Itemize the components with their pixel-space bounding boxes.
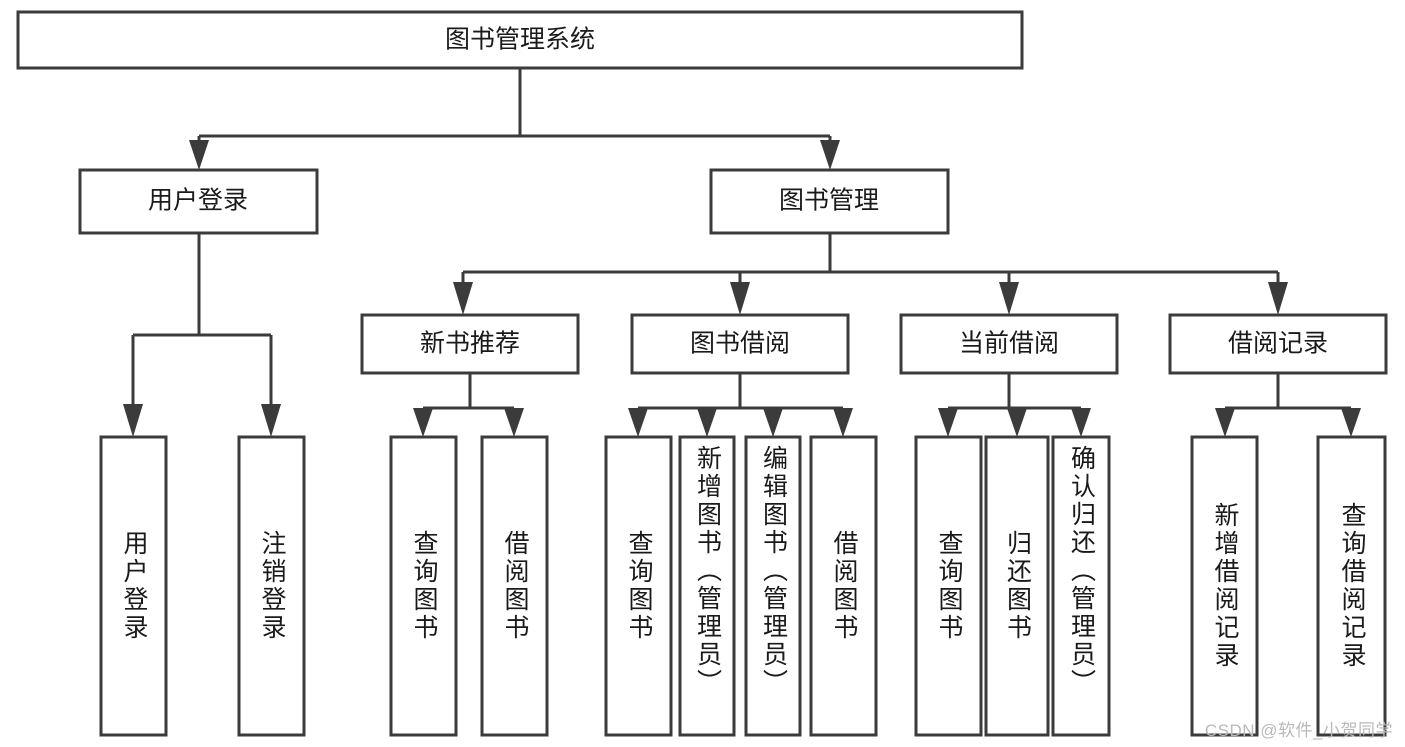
node-box-leaf-query-book-2[interactable] — [604, 435, 673, 737]
arrow-head-current-borrow — [999, 282, 1019, 315]
connector-group-root — [189, 68, 840, 170]
node-label-user-login: 用户登录 — [148, 187, 248, 215]
node-label-book-management: 图书管理 — [779, 187, 879, 215]
arrow-head-borrow-record — [1268, 282, 1288, 315]
arrow-head-leaf-confirm-return — [1071, 408, 1091, 437]
node-box-user-login[interactable] — [78, 168, 319, 235]
node-box-leaf-logout-login[interactable] — [237, 435, 306, 737]
node-box-book-management[interactable] — [709, 168, 950, 235]
node-box-leaf-query-book-3[interactable] — [914, 435, 983, 737]
node-label-book-borrow: 图书借阅 — [690, 330, 790, 358]
arrow-head-new-book-recommend — [453, 282, 473, 315]
arrow-head-book-borrow — [730, 282, 750, 315]
node-box-leaf-add-record[interactable] — [1190, 435, 1259, 737]
arrow-head-leaf-query-book-2 — [628, 408, 648, 437]
node-label-new-book-recommend: 新书推荐 — [420, 330, 520, 358]
arrow-head-leaf-query-book-1 — [413, 408, 433, 437]
node-label-current-borrow: 当前借阅 — [959, 330, 1059, 358]
connector-group-borrow-record — [1215, 373, 1361, 437]
node-box-book-borrow[interactable] — [630, 313, 850, 375]
node-box-leaf-user-login[interactable] — [99, 435, 168, 737]
node-box-root[interactable] — [16, 10, 1024, 70]
node-box-leaf-borrow-book-1[interactable] — [480, 435, 549, 737]
node-label-borrow-record: 借阅记录 — [1228, 330, 1328, 358]
arrow-head-leaf-add-record — [1215, 408, 1235, 437]
arrow-head-book-management — [820, 140, 840, 170]
arrow-head-leaf-borrow-book-1 — [504, 408, 524, 437]
connector-group-user-login — [123, 233, 281, 437]
arrow-head-leaf-return-book — [1007, 408, 1027, 437]
connector-group-current-borrow — [938, 373, 1091, 437]
node-box-leaf-confirm-return[interactable] — [1051, 435, 1111, 737]
connector-group-book-management — [453, 233, 1288, 315]
node-box-leaf-add-book[interactable] — [678, 435, 736, 737]
arrow-head-leaf-add-book — [697, 408, 717, 437]
node-box-borrow-record[interactable] — [1168, 313, 1388, 375]
node-box-leaf-return-book[interactable] — [984, 435, 1050, 737]
watermark-text: CSDN @软件_小贺同学 — [1204, 721, 1393, 740]
arrow-head-leaf-query-record — [1341, 408, 1361, 437]
connector-group-new-book-recommend — [413, 373, 524, 437]
node-box-leaf-query-record[interactable] — [1316, 435, 1387, 737]
node-label-root: 图书管理系统 — [445, 26, 595, 54]
node-box-current-borrow[interactable] — [899, 313, 1119, 375]
arrow-head-user-login — [189, 140, 209, 170]
node-box-leaf-query-book-1[interactable] — [389, 435, 458, 737]
arrow-head-leaf-edit-book — [763, 408, 783, 437]
arrow-head-leaf-borrow-book-2 — [833, 408, 853, 437]
arrow-head-leaf-logout-login — [261, 404, 281, 437]
node-box-new-book-recommend[interactable] — [360, 313, 580, 375]
connector-group-book-borrow — [628, 373, 853, 437]
arrow-head-leaf-user-login — [123, 404, 143, 437]
node-box-leaf-edit-book[interactable] — [744, 435, 802, 737]
arrow-head-leaf-query-book-3 — [938, 408, 958, 437]
node-box-leaf-borrow-book-2[interactable] — [809, 435, 878, 737]
